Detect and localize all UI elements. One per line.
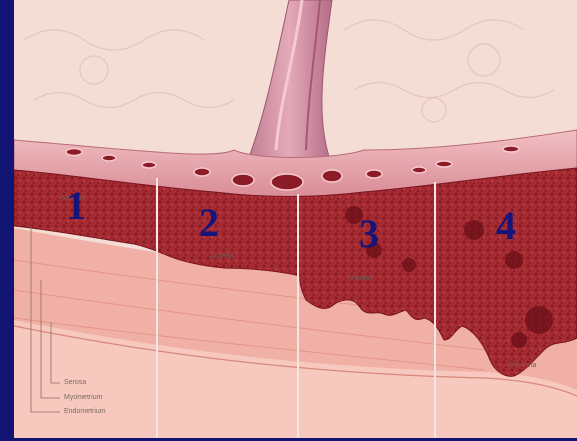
layer-label-serosa: Serosa [64, 379, 86, 386]
illustration-panel: Normal Accreta Increta Percreta Serosa M… [14, 0, 577, 438]
layer-label-myometrium: Myometrium [64, 394, 103, 401]
placenta-illustration [14, 0, 577, 438]
number-4: 4 [496, 206, 516, 246]
number-3: 3 [359, 214, 379, 254]
region-label-3: Increta [350, 275, 371, 282]
number-2: 2 [199, 203, 219, 243]
region-label-4: Percreta [510, 362, 536, 369]
region-label-2: Accreta [210, 253, 234, 260]
number-1: 1 [66, 186, 86, 226]
layer-label-endometrium: Endometrium [64, 408, 106, 415]
